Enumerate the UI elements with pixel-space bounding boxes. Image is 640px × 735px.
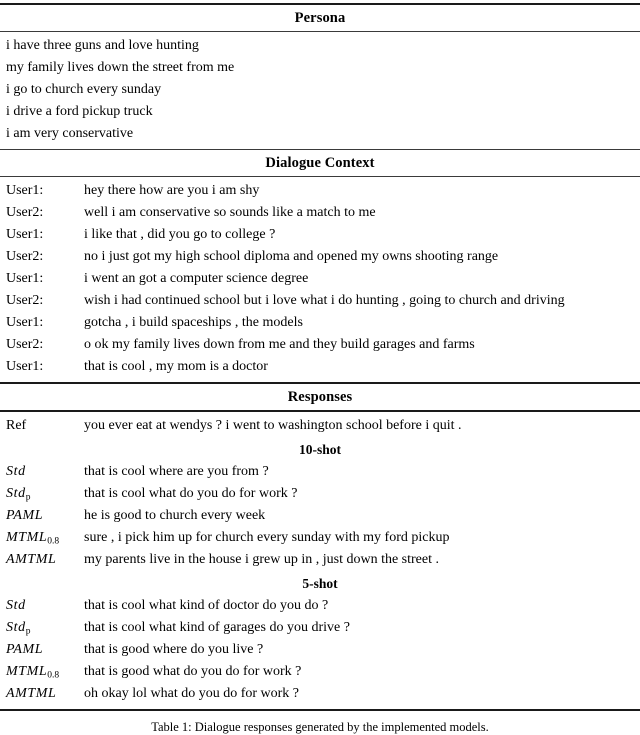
turn-speaker: User1: [6,227,44,242]
response-model-label: Std [0,461,84,487]
response-row: Stdp that is cool what kind of garages d… [0,617,640,639]
dialogue-turn: User2: wish i had continued school but i… [0,290,640,312]
dialogue-turn: User1: i went an got a computer science … [0,268,640,290]
turn-speaker: User1: [6,183,44,198]
model-name: Std [6,598,26,613]
dialogue-turn: User1: that is cool , my mom is a doctor [0,356,640,378]
response-row-reference: Ref you ever eat at wendys ? i went to w… [0,415,640,437]
turn-utterance: well i am conservative so sounds like a … [84,205,376,220]
response-text: sure , i pick him up for church every su… [84,530,450,545]
model-name: PAML [6,642,44,657]
dialogue-turn: User2: o ok my family lives down from me… [0,334,640,356]
table-bottom-rule [0,709,640,711]
dialogue-bottom-rule [0,382,640,384]
model-name: MTML0.8 [6,664,60,681]
model-name: Stdp [6,486,31,503]
model-name: PAML [6,508,44,523]
response-model-label: Stdp [0,483,84,509]
dialogue-turn: User1: gotcha , i build spaceships , the… [0,312,640,334]
response-model-label: Ref [0,415,84,437]
response-model-label: PAML [0,639,84,665]
response-group-10-shot: Std that is cool where are you from ? St… [0,461,640,571]
response-model-label: Std [0,595,84,621]
response-model-label: AMTML [0,683,84,709]
response-text: that is good where do you live ? [84,642,264,657]
turn-speaker: User2: [6,249,44,264]
model-subscript: 0.8 [47,670,60,681]
model-name: Stdp [6,620,31,637]
model-name: AMTML [6,686,57,701]
model-name: Std [6,464,26,479]
response-model-label: AMTML [0,549,84,575]
section-heading-persona: Persona [294,10,346,26]
response-text: that is cool what kind of doctor do you … [84,598,329,613]
table-caption: Table 1: Dialogue responses generated by… [151,720,489,734]
turn-speaker: User2: [6,337,44,352]
turn-utterance: hey there how are you i am shy [84,183,260,198]
turn-utterance: no i just got my high school diploma and… [84,249,499,264]
persona-bottom-rule [0,149,640,150]
persona-heading-rule [0,31,640,32]
response-group-5-shot: Std that is cool what kind of doctor do … [0,595,640,705]
response-row: Std that is cool where are you from ? [0,461,640,483]
response-model-label: Stdp [0,617,84,643]
turn-utterance: wish i had continued school but i love w… [84,293,565,308]
turn-speaker: User1: [6,315,44,330]
response-text: that is cool what do you do for work ? [84,486,298,501]
model-name: Ref [6,418,27,433]
response-row: Std that is cool what kind of doctor do … [0,595,640,617]
turn-speaker: User1: [6,359,44,374]
response-text: oh okay lol what do you do for work ? [84,686,300,701]
table-top-rule [0,3,640,5]
response-text: that is good what do you do for work ? [84,664,302,679]
response-row: MTML0.8 sure , i pick him up for church … [0,527,640,549]
turn-utterance: gotcha , i build spaceships , the models [84,315,303,330]
response-model-label: PAML [0,505,84,531]
dialogue-turn: User1: hey there how are you i am shy [0,180,640,202]
turn-speaker: User1: [6,271,44,286]
turn-utterance: o ok my family lives down from me and th… [84,337,475,352]
turn-utterance: i like that , did you go to college ? [84,227,276,242]
response-row: PAML he is good to church every week [0,505,640,527]
persona-line: my family lives down the street from me [6,60,235,75]
model-subscript: p [25,492,31,503]
response-text: he is good to church every week [84,508,266,523]
turn-utterance: i went an got a computer science degree [84,271,309,286]
model-subscript: p [25,626,31,637]
response-text: that is cool where are you from ? [84,464,269,479]
turn-utterance: that is cool , my mom is a doctor [84,359,268,374]
dialogue-heading-rule [0,176,640,177]
response-text: that is cool what kind of garages do you… [84,620,350,635]
responses-heading-rule [0,410,640,412]
subheading-5-shot: 5-shot [302,576,338,591]
response-row: AMTML oh okay lol what do you do for wor… [0,683,640,705]
section-heading-responses: Responses [287,389,353,405]
response-row: MTML0.8 that is good what do you do for … [0,661,640,683]
dialogue-turn-list: User1: hey there how are you i am shy Us… [0,180,640,378]
turn-speaker: User2: [6,205,44,220]
response-text: my parents live in the house i grew up i… [84,552,439,567]
turn-speaker: User2: [6,293,44,308]
model-subscript: 0.8 [47,536,60,547]
dialogue-turn: User1: i like that , did you go to colle… [0,224,640,246]
persona-line: i go to church every sunday [6,82,162,97]
persona-line: i have three guns and love hunting [6,38,199,53]
response-model-label: MTML0.8 [0,527,84,553]
response-text: you ever eat at wendys ? i went to washi… [84,418,462,433]
response-row: AMTML my parents live in the house i gre… [0,549,640,571]
response-row: PAML that is good where do you live ? [0,639,640,661]
subheading-10-shot: 10-shot [298,442,341,457]
persona-list: i have three guns and love hunting my fa… [0,35,640,145]
dialogue-turn: User2: well i am conservative so sounds … [0,202,640,224]
dialogue-turn: User2: no i just got my high school dipl… [0,246,640,268]
section-heading-dialogue-context: Dialogue Context [265,155,375,171]
model-name: AMTML [6,552,57,567]
persona-line: i am very conservative [6,126,134,141]
model-name: MTML0.8 [6,530,60,547]
response-row: Stdp that is cool what do you do for wor… [0,483,640,505]
persona-line: i drive a ford pickup truck [6,104,153,119]
